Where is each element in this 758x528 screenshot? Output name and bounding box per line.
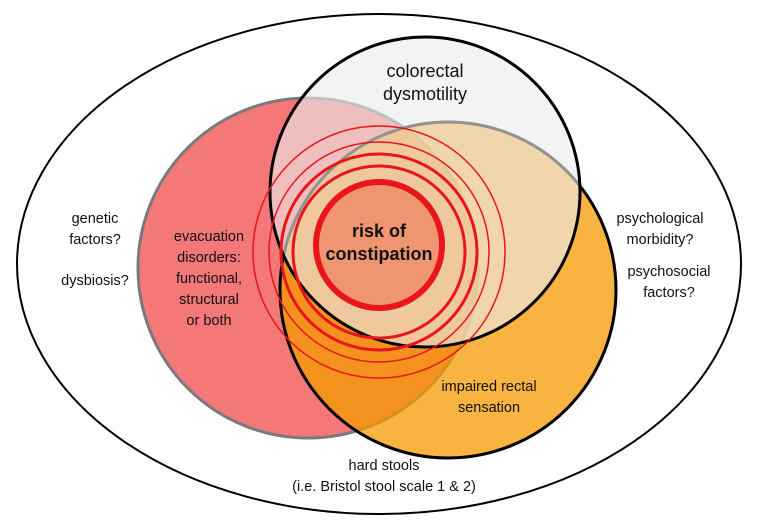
evacuation-label-line1: evacuation xyxy=(174,229,244,245)
evacuation-label-line4: structural xyxy=(179,292,239,308)
psychological-morbidity-line2: morbidity? xyxy=(627,232,694,248)
risk-ring-outer xyxy=(252,125,506,379)
psychological-morbidity-line1: psychological xyxy=(616,211,703,227)
hard-stools-line2: (i.e. Bristol stool scale 1 & 2) xyxy=(292,479,476,495)
risk-ring-mid xyxy=(279,152,479,352)
dysbiosis-label: dysbiosis? xyxy=(61,273,129,289)
risk-ring-mid-outer xyxy=(268,141,490,363)
psychosocial-factors-line1: psychosocial xyxy=(627,264,710,280)
center-label-line1: risk of xyxy=(352,221,407,241)
genetic-factors-line1: genetic xyxy=(72,211,119,227)
psychosocial-factors-line2: factors? xyxy=(643,285,695,301)
evacuation-label-line2: disorders: xyxy=(177,250,241,266)
sensation-label-line1: impaired rectal xyxy=(441,379,536,395)
genetic-factors-line2: factors? xyxy=(69,232,121,248)
dysmotility-label-line1: colorectal xyxy=(386,61,463,81)
risk-ring-inner xyxy=(291,164,467,340)
sensation-label-line2: sensation xyxy=(458,400,520,416)
evacuation-label-line3: functional, xyxy=(176,271,242,287)
center-label-line2: constipation xyxy=(326,244,433,264)
evacuation-label-line5: or both xyxy=(186,313,231,329)
hard-stools-line1: hard stools xyxy=(349,458,420,474)
dysmotility-label-line2: dysmotility xyxy=(383,84,467,104)
risk-center-circle xyxy=(313,179,445,311)
